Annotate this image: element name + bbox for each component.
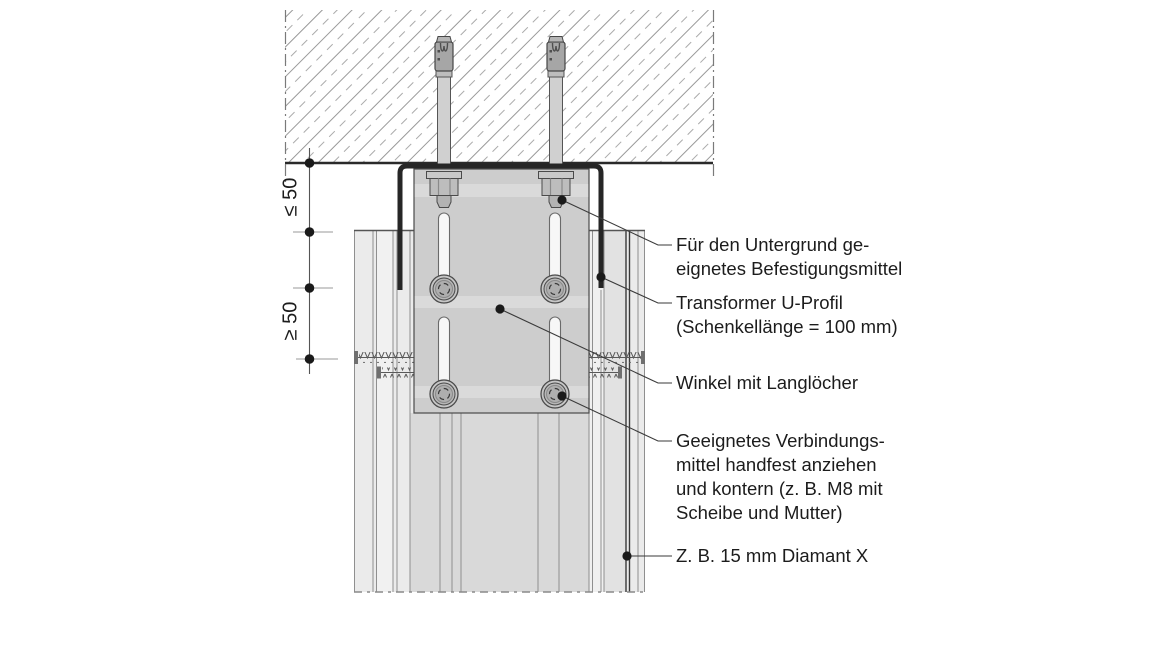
ceiling-hatch (285, 10, 713, 163)
board-stripe (376, 231, 393, 592)
dimension-label-upper: ≤ 50 (279, 177, 302, 217)
leader-fixing (561, 199, 672, 246)
leader-u-profile (600, 276, 672, 304)
dimension-label-lower: ≥ 50 (279, 301, 302, 341)
dimension-point (304, 354, 315, 364)
leader-dot (622, 551, 632, 561)
callout-u-profile: Transformer U-Profil (Schenkellänge = 10… (676, 292, 898, 337)
u-profile (397, 163, 604, 290)
leader-dot (495, 304, 505, 314)
screw-head (354, 351, 358, 364)
leader-dot (557, 195, 567, 205)
dimension-point (304, 227, 315, 237)
hex-nut (541, 178, 571, 196)
anchor-hole (549, 58, 552, 61)
ceiling-soffit (284, 10, 715, 187)
anchor-rod (549, 71, 563, 167)
ceiling-anchor-right (546, 36, 566, 167)
board-stripe (604, 231, 626, 592)
m8-screw (429, 379, 459, 409)
leader-bracket (499, 308, 672, 384)
dimension-point (304, 283, 315, 293)
leader-connector (561, 395, 672, 442)
diamant-board-edges (625, 231, 631, 592)
anchor-clip (551, 42, 561, 52)
screw-head (618, 366, 622, 379)
board-stripe-shaded (410, 413, 589, 592)
ceiling-anchor-left (434, 36, 454, 167)
anchor-rod (437, 71, 451, 167)
washer (426, 171, 462, 179)
hex-nut (429, 178, 459, 196)
anchor-nut-assembly-right (538, 171, 574, 208)
callout-fixing: Für den Untergrund ge- eignetes Befestig… (676, 234, 903, 279)
washer (538, 171, 574, 179)
screw-head (377, 366, 381, 379)
dimension-chain (293, 148, 338, 374)
anchor-cap (547, 36, 565, 43)
anchor-cap (435, 36, 453, 43)
callout-bracket: Winkel mit Langlöcher (676, 372, 858, 393)
anchor-hole (437, 50, 440, 53)
m8-screw (429, 274, 459, 304)
callout-connector: Geeignetes Verbindungs- mittel handfest … (676, 430, 885, 523)
callout-board: Z. B. 15 mm Diamant X (676, 545, 869, 566)
leader-dot (596, 272, 606, 282)
m8-screw (540, 274, 570, 304)
anchor-hole (549, 50, 552, 53)
screw-head (641, 351, 645, 364)
anchor-clip (439, 42, 449, 52)
leader-dot (557, 391, 567, 401)
dimension-point (304, 158, 315, 168)
leader-lines (495, 195, 672, 561)
anchor-hole (437, 58, 440, 61)
board-joint-lines-lower (439, 413, 560, 592)
anchor-nut-assembly-left (426, 171, 462, 208)
lock-nut (436, 195, 452, 208)
angle-bracket (413, 168, 590, 414)
